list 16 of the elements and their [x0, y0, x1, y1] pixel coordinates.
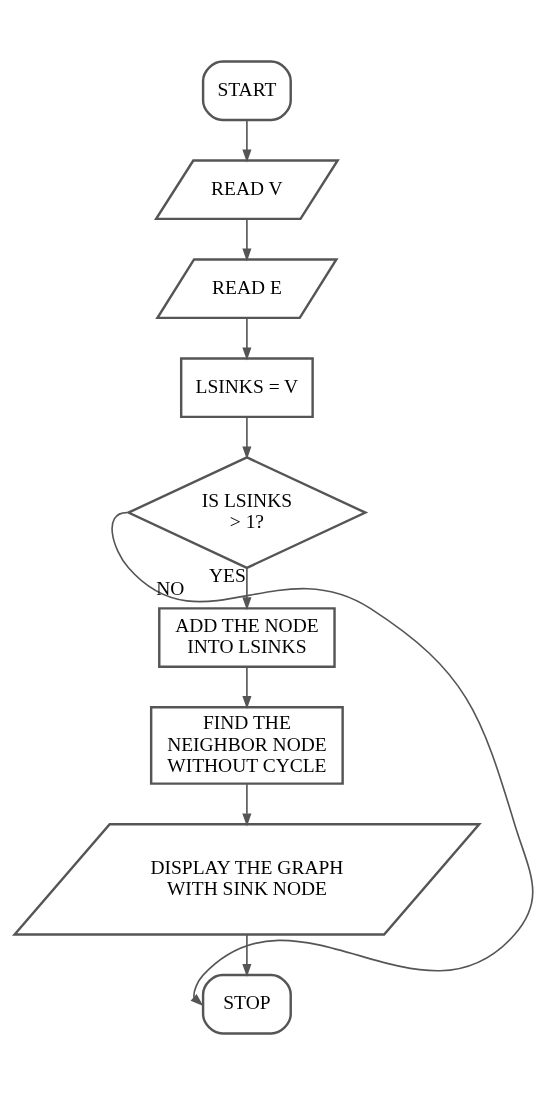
- arrow: [111, 511, 534, 1006]
- arrow: [242, 666, 252, 710]
- node-box: FIND THE NEIGHBOR NODE WITHOUT CYCLE: [149, 706, 344, 785]
- node-box: STOP: [201, 973, 292, 1035]
- arrow: [242, 416, 252, 460]
- arrow: [242, 783, 252, 827]
- arrow: [242, 119, 252, 163]
- node-box: START: [201, 60, 292, 122]
- arrow: [242, 933, 252, 978]
- arrow: [242, 317, 252, 361]
- node-box: LSINKS = V: [179, 357, 314, 419]
- arrow: [242, 218, 252, 262]
- arrow: [242, 567, 252, 611]
- node-box: ADD THE NODE INTO LSINKS: [158, 607, 336, 668]
- node-diamond: IS LSINKS > 1?: [125, 456, 369, 570]
- edge-label: NO: [156, 578, 185, 600]
